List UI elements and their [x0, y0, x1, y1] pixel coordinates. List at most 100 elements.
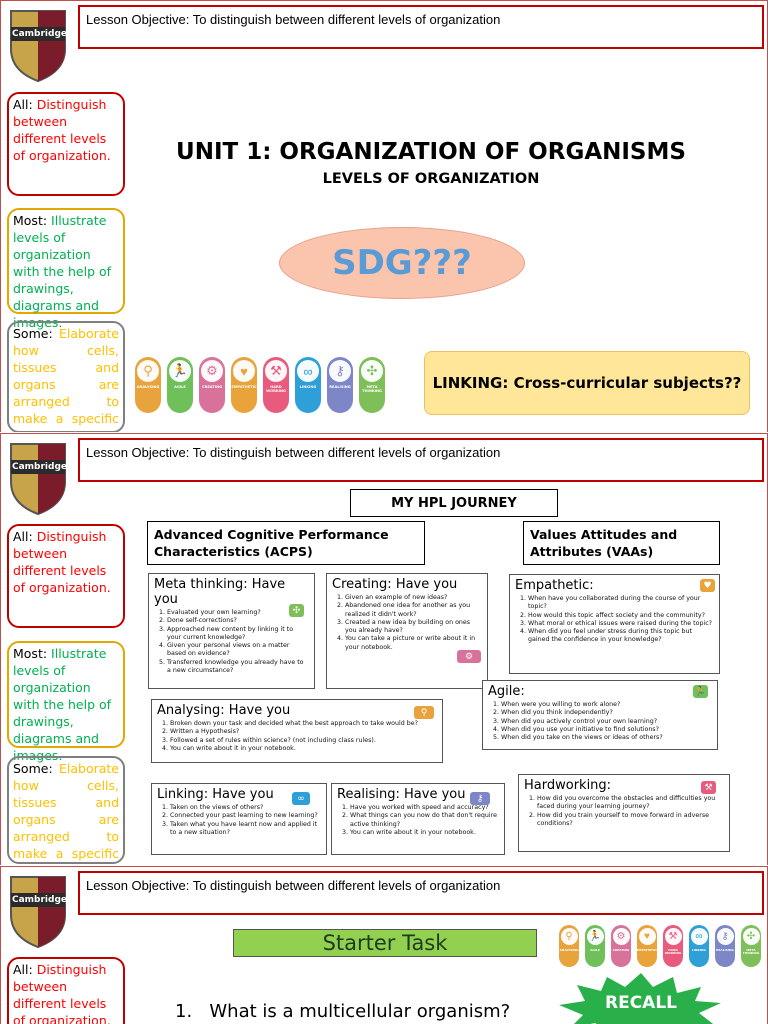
cambridge-shield-logo: Cambridge	[7, 7, 69, 83]
outcome-all-text: Distinguish between different levels of …	[13, 529, 111, 595]
slide-3: Cambridge Lesson Objective: To distingui…	[0, 866, 768, 1024]
hpl-pill: ✣META THINKING	[741, 925, 761, 967]
lesson-objective: Lesson Objective: To distinguish between…	[78, 5, 764, 49]
outcome-all-box: All: Distinguish between different level…	[7, 524, 125, 628]
card-list-item: Evaluated your own learning?	[167, 609, 309, 617]
brand-label: Cambridge	[12, 29, 68, 39]
hpl-pill: ⚙ CREATING	[199, 357, 225, 413]
card-list-item: What moral or ethical issues were raised…	[528, 620, 714, 628]
pickaxe-icon: ⚒	[265, 360, 287, 382]
bicycle-icon: ⚙	[201, 360, 223, 382]
chain-link-icon: ∞	[297, 360, 319, 382]
running-figure-icon: 🏃	[586, 928, 604, 945]
card-list-item: Followed a set of rules within science? …	[170, 737, 437, 745]
outcome-most-lead: Most:	[13, 213, 48, 228]
hpl-pill: ⚷REALISING	[715, 925, 735, 967]
card-realising-title: Realising: Have you	[337, 787, 466, 802]
chain-link-icon: ∞	[690, 928, 708, 945]
hpl-pill-label: REALISING	[716, 948, 734, 952]
hpl-icons-row: ⚲ANALYSING🏃AGILE⚙CREATING♥EMPATHETIC⚒HAR…	[135, 357, 391, 413]
pickaxe-icon: ⚒	[701, 781, 716, 794]
slide-1: Cambridge Lesson Objective: To distingui…	[0, 0, 768, 432]
outcome-some-text: Elaborate how cells, tissues and organs …	[13, 326, 119, 432]
card-hardworking-list: How did you overcome the obstacles and d…	[537, 795, 724, 828]
hpl-journey-title: MY HPL JOURNEY	[350, 489, 558, 517]
slide-2: Cambridge Lesson Objective: To distingui…	[0, 433, 768, 865]
hpl-pill-label: ANALYSING	[136, 385, 160, 389]
hpl-pill-label: REALISING	[329, 385, 351, 389]
heart-icon: ♥	[233, 360, 255, 382]
card-list-item: How did you overcome the obstacles and d…	[537, 795, 724, 812]
card-list-item: Taken on the views of others?	[170, 804, 321, 812]
card-list-item: When did you take on the views or ideas …	[501, 734, 712, 742]
card-list-item: Created a new idea by building on ones y…	[345, 619, 482, 636]
hpl-pill-label: META THINKING	[742, 948, 760, 955]
hpl-pill-label: CREATING	[201, 385, 223, 389]
hpl-pill-label: META THINKING	[362, 385, 382, 393]
card-linking-title: Linking: Have you	[157, 787, 274, 802]
outcome-some-box: Some: Elaborate how cells, tissues and o…	[7, 756, 125, 865]
card-list-item: Connected your past learning to new lear…	[170, 812, 321, 820]
card-list-item: How did you train yourself to move forwa…	[537, 812, 724, 829]
card-list-item: Abandoned one idea for another as you re…	[345, 602, 482, 619]
unit-title: UNIT 1: ORGANIZATION OF ORGANISMS	[176, 139, 686, 165]
card-linking: Linking: Have you Taken on the views of …	[151, 783, 327, 855]
sdg-ellipse: SDG???	[279, 227, 525, 299]
outcome-most-box: Most: Illustrate levels of organization …	[7, 641, 125, 763]
key-icon: ⚷	[470, 792, 490, 805]
heart-icon: ♥	[638, 928, 656, 945]
card-meta-title: Meta thinking: Have you	[154, 577, 286, 607]
card-hardworking-title: Hardworking:	[524, 778, 612, 793]
card-agile: Agile: When were you willing to work alo…	[482, 680, 718, 750]
card-list-item: Done self-corrections?	[167, 617, 309, 625]
outcome-all-text: Distinguish between different levels of …	[13, 962, 111, 1024]
card-list-item: When were you willing to work alone?	[501, 701, 712, 709]
puzzle-icon: ✣	[289, 604, 304, 617]
magnifier-icon: ⚲	[137, 360, 159, 382]
hpl-pill-label: EMPATHETIC	[231, 385, 257, 389]
hpl-pill-label: EMPATHETIC	[636, 948, 658, 952]
card-list-item: Written a Hypothesis?	[170, 728, 437, 736]
card-list-item: When did you think independently?	[501, 709, 712, 717]
hpl-pill-label: AGILE	[590, 948, 600, 952]
hpl-pill: 🏃 AGILE	[585, 925, 605, 967]
outcome-most-text: Illustrate levels of organization with t…	[13, 213, 112, 330]
card-list-item: How would this topic affect society and …	[528, 612, 714, 620]
hpl-pill-label: HARD WORKING	[664, 948, 682, 955]
pickaxe-icon: ⚒	[664, 928, 682, 945]
cambridge-shield-logo: Cambridge	[7, 440, 69, 516]
recall-starburst: RECALL	[549, 973, 749, 1024]
card-analysing-list: Broken down your task and decided what t…	[170, 720, 437, 753]
bicycle-icon: ⚙	[612, 928, 630, 945]
card-list-item: Taken what you have learnt now and appli…	[170, 821, 321, 838]
outcome-some-box: Some: Elaborate how cells, tissues and o…	[7, 321, 125, 432]
card-linking-list: Taken on the views of others?Connected y…	[170, 804, 321, 837]
hpl-pill: ♥ EMPATHETIC	[231, 357, 257, 413]
hpl-pill-label: LINKING	[692, 948, 706, 952]
outcome-all-lead: All:	[13, 97, 33, 112]
card-analysing: Analysing: Have you Broken down your tas…	[151, 699, 443, 763]
card-realising: Realising: Have you Have you worked with…	[331, 783, 505, 855]
card-empathetic: Empathetic: When have you collaborated d…	[509, 574, 720, 674]
outcome-most-lead: Most:	[13, 646, 48, 661]
question-1: 1. What is a multicellular organism?	[175, 1001, 510, 1022]
card-agile-list: When were you willing to work alone?When…	[501, 701, 712, 742]
key-icon: ⚷	[329, 360, 351, 382]
hpl-pill-label: AGILE	[174, 385, 186, 389]
card-list-item: Approached new content by linking it to …	[167, 626, 309, 643]
outcome-most-box: Most: Illustrate levels of organization …	[7, 208, 125, 330]
puzzle-icon: ✣	[361, 360, 383, 382]
hpl-pill-label: CREATING	[612, 948, 630, 952]
card-analysing-title: Analysing: Have you	[157, 703, 291, 718]
card-list-item: When did you feel under stress during th…	[528, 628, 714, 645]
hpl-pill: ⚷ REALISING	[327, 357, 353, 413]
question-number: 1.	[175, 1001, 193, 1022]
hpl-pill: ♥ EMPATHETIC	[636, 925, 658, 967]
card-list-item: You can take a picture or write about it…	[345, 635, 482, 652]
speech-heart-icon: ♥	[700, 579, 715, 592]
card-meta-thinking: Meta thinking: Have you Evaluated your o…	[148, 573, 315, 689]
acps-header: Advanced Cognitive Performance Character…	[147, 521, 425, 565]
question-text: What is a multicellular organism?	[209, 1001, 511, 1022]
card-list-item: You can write about it in your notebook.	[350, 829, 499, 837]
card-list-item: Transferred knowledge you already have t…	[167, 659, 309, 676]
